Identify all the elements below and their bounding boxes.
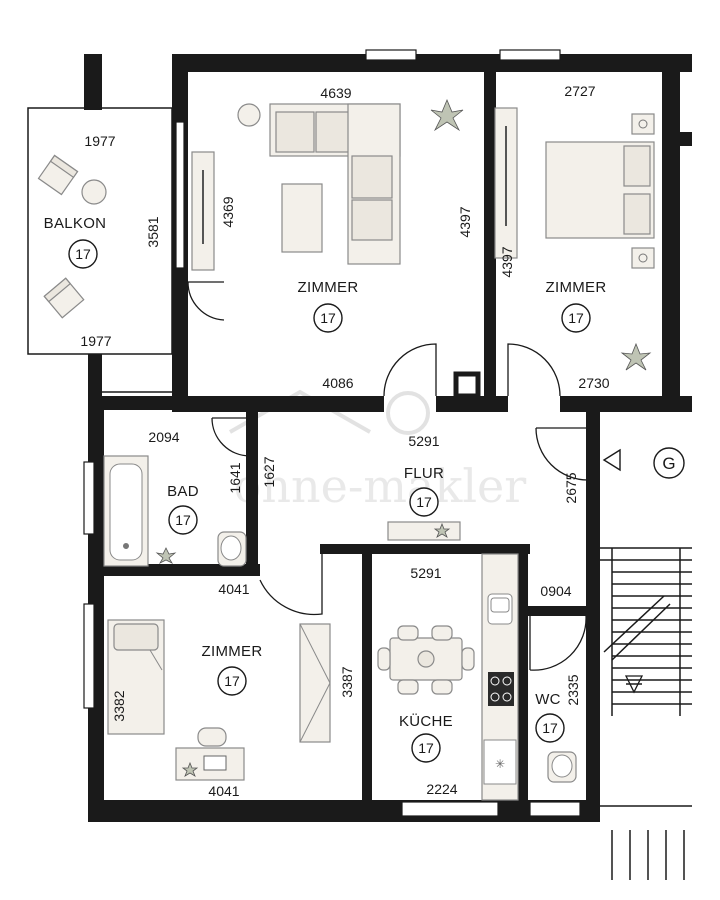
dimension-labels: 1977 1977 3581 4639 4369 4397 4086 2727 … xyxy=(80,83,609,799)
room-number: 17 xyxy=(568,310,584,326)
room-number: 17 xyxy=(418,740,434,756)
dimension-label: 1627 xyxy=(261,456,277,487)
plant-icon xyxy=(155,547,177,564)
plant-icon xyxy=(620,342,652,371)
room-name: WC xyxy=(535,691,561,708)
svg-text:✳: ✳ xyxy=(495,757,505,771)
room-name: KÜCHE xyxy=(399,712,453,730)
dimension-label: 3387 xyxy=(339,666,355,697)
room-name: FLUR xyxy=(404,465,444,482)
dimension-label: 1641 xyxy=(227,462,243,493)
dimension-label: 4041 xyxy=(218,581,249,597)
plant-icon xyxy=(181,761,199,777)
dimension-label: 4086 xyxy=(322,375,353,391)
windows xyxy=(83,49,581,817)
dimension-label: 5291 xyxy=(410,565,441,581)
dimension-label: 1977 xyxy=(84,133,115,149)
room-zimmer-2: ZIMMER 17 xyxy=(546,279,607,333)
room-kueche: KÜCHE 17 xyxy=(399,712,453,763)
plant-icon xyxy=(430,98,464,132)
balcony-chair xyxy=(37,154,79,196)
dimension-label: 3382 xyxy=(111,690,127,721)
dimension-label: 5291 xyxy=(408,433,439,449)
room-zimmer-3: ZIMMER 17 xyxy=(202,643,263,696)
kueche-furniture: ✳ xyxy=(377,553,519,801)
wc-furniture xyxy=(547,751,577,783)
room-flur: FLUR 17 xyxy=(404,465,444,517)
room-zimmer-1: ZIMMER 17 xyxy=(298,279,359,333)
bad-furniture xyxy=(103,455,247,567)
dimension-label: 4369 xyxy=(220,196,236,227)
room-number: 17 xyxy=(224,673,240,689)
balcony-chair xyxy=(43,277,85,319)
dimension-label: 3581 xyxy=(145,216,161,247)
watermark-text: ohne-makler xyxy=(234,459,527,513)
dimension-label: 4397 xyxy=(499,246,515,277)
entrance-arrow-icon xyxy=(602,448,621,472)
room-number: 17 xyxy=(320,310,336,326)
zimmer2-furniture xyxy=(494,107,655,371)
doors xyxy=(187,281,589,671)
room-name: ZIMMER xyxy=(546,279,607,296)
room-name: ZIMMER xyxy=(202,643,263,660)
room-number: 17 xyxy=(416,494,432,510)
room-number: 17 xyxy=(542,720,558,736)
dimension-label: 2675 xyxy=(563,472,579,503)
dimension-label: 4041 xyxy=(208,783,239,799)
plant-icon xyxy=(433,522,451,538)
dimension-label: 0904 xyxy=(540,583,571,599)
room-number: 17 xyxy=(75,246,91,262)
room-number: 17 xyxy=(175,512,191,528)
entrance-marker: G xyxy=(653,447,685,479)
dimension-label: 2335 xyxy=(565,674,581,705)
flur-furniture xyxy=(387,521,461,541)
room-bad: BAD 17 xyxy=(167,483,199,535)
room-wc: WC 17 xyxy=(535,691,565,743)
watermark: ohne-makler xyxy=(229,389,527,513)
room-balkon: BALKON 17 xyxy=(44,215,107,269)
dimension-label: 2094 xyxy=(148,429,179,445)
zimmer3-furniture xyxy=(107,619,331,781)
dimension-label: 4397 xyxy=(457,206,473,237)
dimension-label: 2730 xyxy=(578,375,609,391)
room-name: BALKON xyxy=(44,215,107,232)
dimension-label: 1977 xyxy=(80,333,111,349)
dimension-label: 2224 xyxy=(426,781,457,797)
room-name: BAD xyxy=(167,483,199,500)
balcony-table xyxy=(81,179,107,205)
entrance-label: G xyxy=(662,454,675,473)
dimension-label: 2727 xyxy=(564,83,595,99)
zimmer1-furniture xyxy=(191,98,464,271)
staircase xyxy=(600,448,692,880)
room-name: ZIMMER xyxy=(298,279,359,296)
dimension-label: 4639 xyxy=(320,85,351,101)
